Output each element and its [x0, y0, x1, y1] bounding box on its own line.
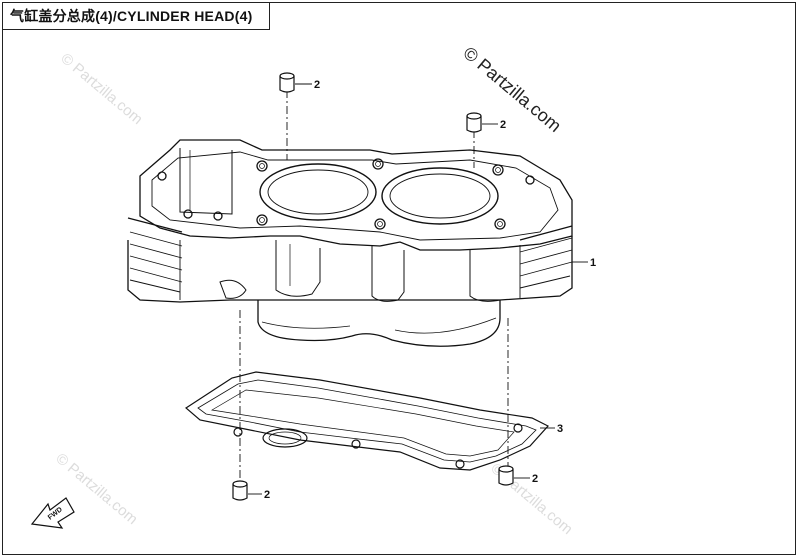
leader-lines — [248, 83, 588, 495]
cylinder-head-gasket[interactable] — [185, 371, 549, 471]
diagram-title: 气缸盖分总成(4)/CYLINDER HEAD(4) — [10, 7, 253, 24]
callout-2-bottom-right: 2 — [532, 473, 538, 485]
dowel-pin-top-right[interactable] — [466, 112, 482, 133]
callout-2-top-right: 2 — [500, 119, 506, 131]
dowel-pin-bottom-right[interactable] — [498, 465, 514, 486]
cylinder-head-part[interactable] — [127, 139, 573, 347]
dowel-pin-top-left[interactable] — [279, 72, 295, 93]
dowel-pin-bottom-left[interactable] — [232, 480, 248, 501]
callout-2-bottom-left: 2 — [264, 489, 270, 501]
fwd-arrow-icon: FWD — [30, 497, 75, 529]
callout-3-gasket: 3 — [557, 423, 563, 435]
alignment-lines — [239, 90, 509, 480]
callout-2-top-left: 2 — [314, 79, 320, 91]
callout-1-cylinder-head: 1 — [590, 257, 596, 269]
watermark-faint-top-left: © Partzilla.com — [57, 50, 145, 128]
diagram-title-box: 气缸盖分总成(4)/CYLINDER HEAD(4) — [2, 2, 270, 30]
